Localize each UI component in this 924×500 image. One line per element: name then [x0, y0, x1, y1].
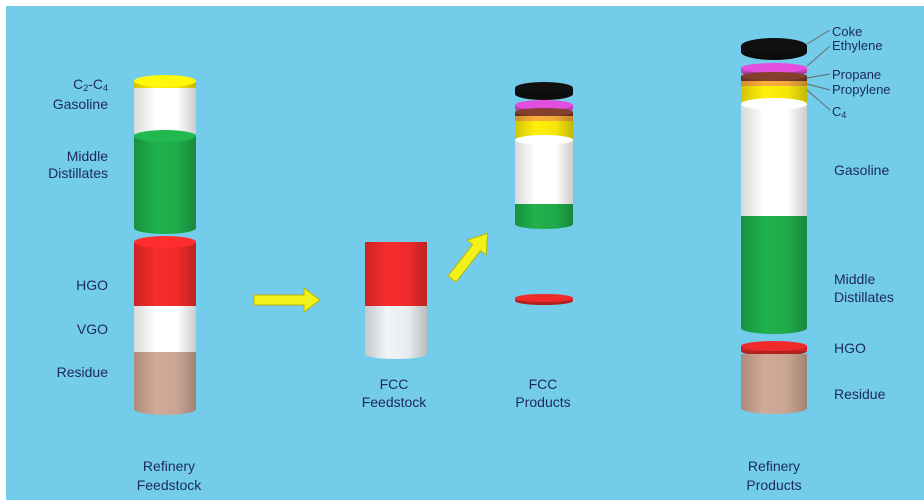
label-c4: C4: [832, 104, 846, 123]
feed-residue-segment: [134, 352, 196, 415]
leader-c4: [807, 90, 830, 110]
feed-vgo-segment: [134, 306, 196, 358]
caption-refinery-products-1: Refinery: [729, 458, 819, 475]
label-middle-feed-2: Distillates: [16, 165, 108, 182]
label-residue-products: Residue: [834, 386, 885, 403]
caption-refinery-feedstock-2: Feedstock: [119, 477, 219, 494]
fcc-feed-hgo-segment: [365, 242, 427, 311]
fcc-coke-disc: [515, 82, 573, 100]
label-c2-c4: C2-C4: [46, 76, 108, 97]
label-ethylene: Ethylene: [832, 38, 883, 53]
label-vgo-feed: VGO: [46, 321, 108, 338]
caption-refinery-products-2: Products: [724, 477, 824, 494]
diagram-canvas: C2-C4 Gasoline Middle Distillates HGO VG…: [6, 6, 924, 500]
label-hgo-products: HGO: [834, 340, 866, 357]
horizontal-arrow: [254, 288, 320, 312]
prod-middle-distillates-segment: [741, 216, 807, 334]
label-middle-products-1: Middle: [834, 271, 875, 288]
caption-fcc-products-2: Products: [498, 394, 588, 411]
leader-propane: [807, 74, 830, 78]
fcc-feed-vgo-segment: [365, 306, 427, 359]
feed-middle-distillates-segment: [134, 130, 196, 234]
caption-fcc-feedstock-1: FCC: [354, 376, 434, 393]
leader-coke: [807, 30, 830, 44]
caption-fcc-products-1: FCC: [503, 376, 583, 393]
label-middle-products-2: Distillates: [834, 289, 894, 306]
diagram-graphics: [6, 6, 924, 500]
fcc-hgo-disc: [515, 294, 573, 305]
label-propane: Propane: [832, 67, 881, 82]
fcc-gasoline-segment: [515, 135, 573, 209]
label-gasoline-feed: Gasoline: [26, 96, 108, 113]
label-middle-feed-1: Middle: [26, 148, 108, 165]
label-gasoline-products: Gasoline: [834, 162, 889, 179]
prod-residue-segment: [741, 354, 807, 414]
label-residue-feed: Residue: [26, 364, 108, 381]
prod-coke-disc: [741, 38, 807, 60]
label-coke: Coke: [832, 24, 862, 39]
caption-refinery-feedstock-1: Refinery: [124, 458, 214, 475]
prod-gasoline-segment: [741, 98, 807, 222]
prod-hgo-disc: [741, 341, 807, 356]
fcc-middle-distillates-segment: [515, 204, 573, 229]
diagonal-arrow: [448, 233, 488, 282]
caption-fcc-feedstock-2: Feedstock: [349, 394, 439, 411]
leader-ethylene: [807, 46, 830, 66]
label-hgo-feed: HGO: [46, 277, 108, 294]
leader-propylene: [807, 84, 830, 90]
label-propylene: Propylene: [832, 82, 891, 97]
feed-hgo-segment: [134, 236, 196, 312]
